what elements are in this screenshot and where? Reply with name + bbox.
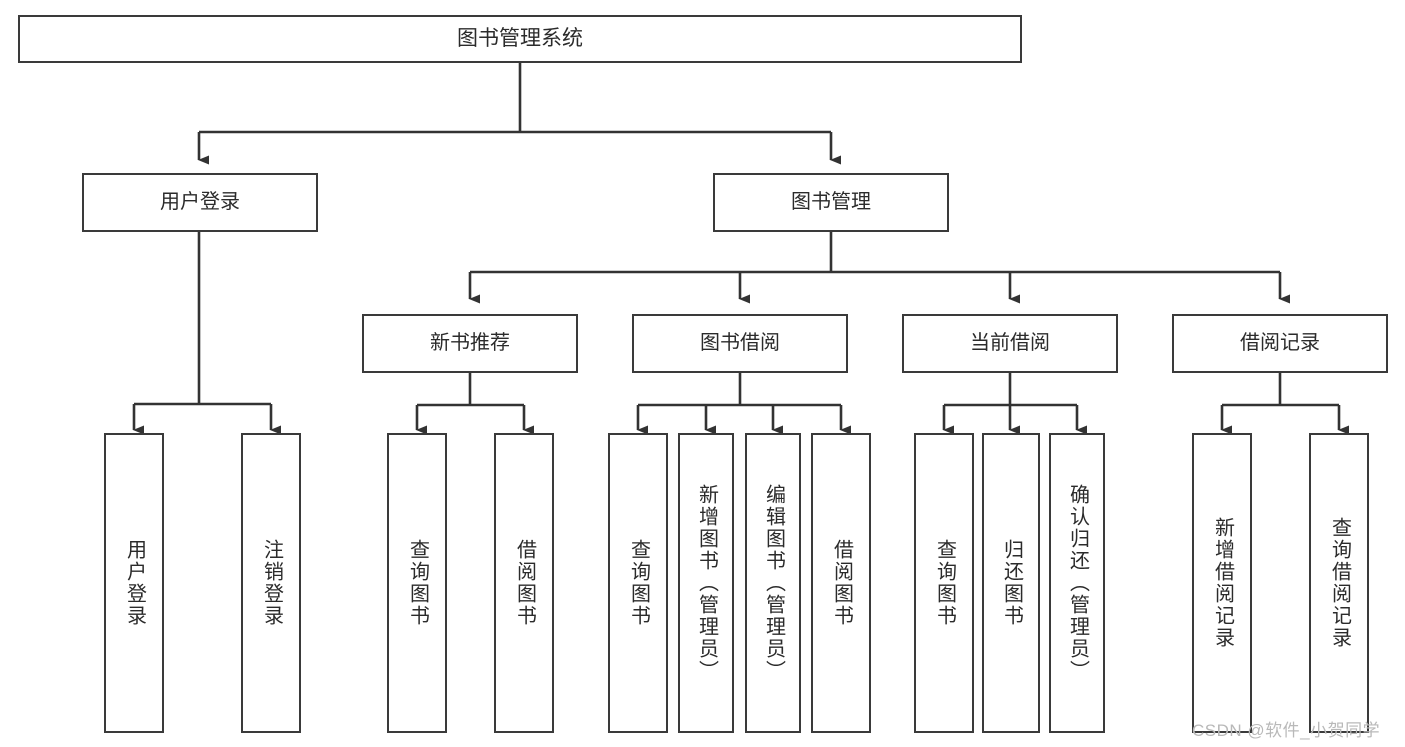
node-root-label: 图书管理系统 (457, 26, 583, 50)
leaf-book-borrow-edit-book-admin[interactable]: 编辑图书（管理员） (745, 433, 801, 733)
leaf-label: 新增图书（管理员） (695, 484, 718, 682)
leaf-label: 用户登录 (123, 539, 146, 627)
leaf-label: 注销登录 (260, 539, 283, 627)
leaf-book-borrow-query-book[interactable]: 查询图书 (608, 433, 668, 733)
leaf-label: 查询图书 (627, 539, 650, 627)
node-borrow-record[interactable]: 借阅记录 (1172, 314, 1388, 373)
node-book-borrow[interactable]: 图书借阅 (632, 314, 848, 373)
node-user-login-label: 用户登录 (160, 190, 240, 213)
leaf-label: 借阅图书 (830, 539, 853, 627)
leaf-label: 借阅图书 (513, 539, 536, 627)
leaf-label: 新增借阅记录 (1211, 517, 1234, 649)
node-current-borrow[interactable]: 当前借阅 (902, 314, 1118, 373)
node-borrow-record-label: 借阅记录 (1240, 331, 1320, 354)
node-book-management[interactable]: 图书管理 (713, 173, 949, 232)
node-book-borrow-label: 图书借阅 (700, 331, 780, 354)
leaf-label: 查询图书 (933, 539, 956, 627)
node-book-management-label: 图书管理 (791, 190, 871, 213)
leaf-current-borrow-query-book[interactable]: 查询图书 (914, 433, 974, 733)
leaf-new-book-query-book[interactable]: 查询图书 (387, 433, 447, 733)
node-new-book-recommend-label: 新书推荐 (430, 331, 510, 354)
leaf-label: 查询借阅记录 (1328, 517, 1351, 649)
leaf-book-borrow-borrow-book[interactable]: 借阅图书 (811, 433, 871, 733)
leaf-user-login-logout[interactable]: 注销登录 (241, 433, 301, 733)
leaf-label: 确认归还（管理员） (1066, 484, 1089, 682)
leaf-current-borrow-return-book[interactable]: 归还图书 (982, 433, 1040, 733)
leaf-label: 归还图书 (1000, 539, 1023, 627)
node-new-book-recommend[interactable]: 新书推荐 (362, 314, 578, 373)
leaf-user-login-login[interactable]: 用户登录 (104, 433, 164, 733)
leaf-current-borrow-confirm-return-admin[interactable]: 确认归还（管理员） (1049, 433, 1105, 733)
csdn-watermark: CSDN @软件_小贺同学 (1192, 716, 1380, 741)
leaf-label: 查询图书 (406, 539, 429, 627)
leaf-new-book-borrow-book[interactable]: 借阅图书 (494, 433, 554, 733)
node-root-book-management-system[interactable]: 图书管理系统 (18, 15, 1022, 63)
leaf-label: 编辑图书（管理员） (762, 484, 785, 682)
csdn-watermark-text: CSDN @软件_小贺同学 (1192, 721, 1381, 740)
leaf-borrow-record-add-record[interactable]: 新增借阅记录 (1192, 433, 1252, 733)
node-current-borrow-label: 当前借阅 (970, 331, 1050, 354)
leaf-book-borrow-add-book-admin[interactable]: 新增图书（管理员） (678, 433, 734, 733)
node-user-login[interactable]: 用户登录 (82, 173, 318, 232)
leaf-borrow-record-query-record[interactable]: 查询借阅记录 (1309, 433, 1369, 733)
